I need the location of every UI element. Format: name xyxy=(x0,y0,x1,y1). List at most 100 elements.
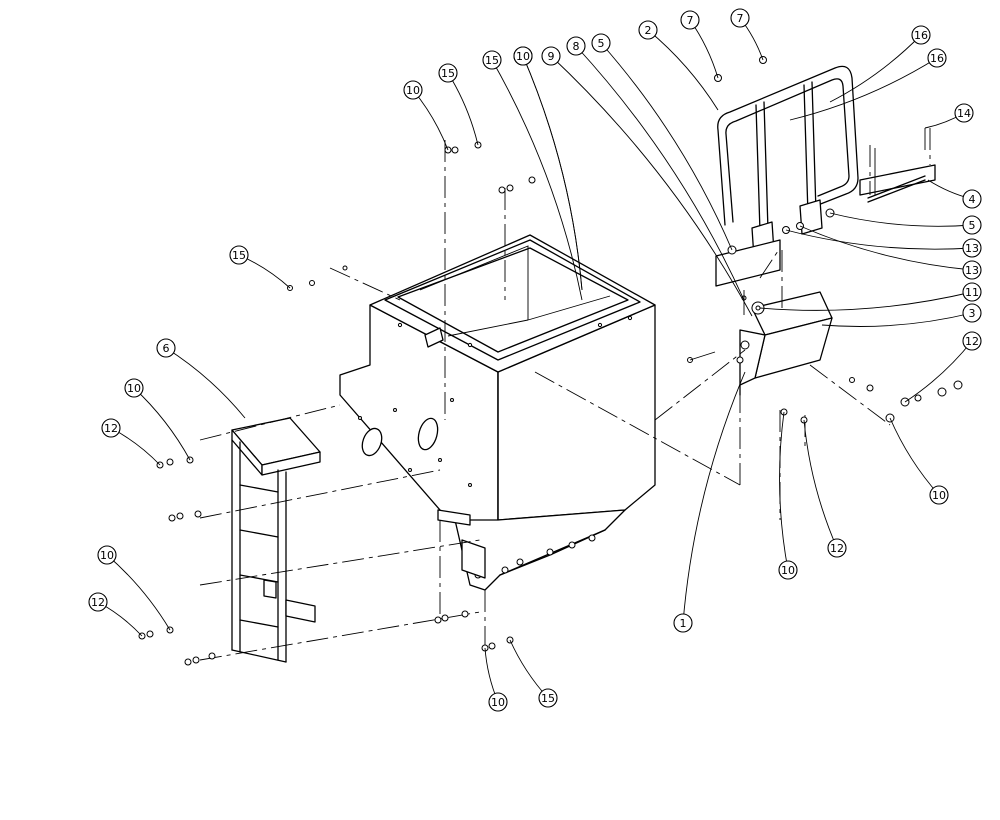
callout-leader-line xyxy=(779,411,789,571)
callout-leader-line xyxy=(491,59,583,301)
callout-bubble xyxy=(730,8,750,28)
callout-group: 1234556778910101010101010101112121212131… xyxy=(88,8,982,712)
callout-12: 12 xyxy=(803,419,847,558)
bolt-icon xyxy=(687,351,716,363)
callout-leader-line xyxy=(829,212,973,227)
callout-number: 10 xyxy=(932,489,946,502)
callout-10: 10 xyxy=(778,411,798,580)
callout-bubble xyxy=(962,303,982,323)
callout-15: 15 xyxy=(229,245,291,289)
callout-number: 13 xyxy=(965,264,979,277)
callout-bubble xyxy=(929,485,949,505)
callout-bubble xyxy=(97,545,117,565)
callout-bubble xyxy=(482,50,502,70)
callout-5: 5 xyxy=(591,33,733,251)
callout-bubble xyxy=(438,63,458,83)
callout-number: 7 xyxy=(687,14,694,27)
bolt-icon xyxy=(481,636,514,652)
callout-10: 10 xyxy=(484,647,508,712)
callout-bubble xyxy=(124,378,144,398)
bolt-icon xyxy=(498,176,536,194)
callout-15: 15 xyxy=(482,50,583,301)
callout-12: 12 xyxy=(88,592,143,637)
callout-bubble xyxy=(962,189,982,209)
callout-leader-line xyxy=(785,229,973,250)
callout-number: 16 xyxy=(930,52,944,65)
callout-number: 12 xyxy=(91,596,105,609)
callout-bubble xyxy=(591,33,611,53)
callout-number: 7 xyxy=(737,12,744,25)
callout-bubble xyxy=(827,538,847,558)
callout-bubble xyxy=(927,48,947,68)
callout-number: 15 xyxy=(485,54,499,67)
callout-leader-line xyxy=(682,371,746,624)
bolt-icon xyxy=(138,626,174,640)
callout-7: 7 xyxy=(680,10,719,79)
callout-10: 10 xyxy=(889,417,949,505)
callout-leader-line xyxy=(799,225,973,271)
callout-bubble xyxy=(962,238,982,258)
callout-bubble xyxy=(962,215,982,235)
callout-leader-line xyxy=(575,45,745,301)
washer-icon xyxy=(751,301,765,315)
callout-number: 4 xyxy=(969,193,976,206)
callout-leader-line xyxy=(789,57,938,121)
callout-12: 12 xyxy=(101,418,161,466)
callout-leader-line xyxy=(829,34,922,103)
callout-10: 10 xyxy=(97,545,171,631)
callout-7: 7 xyxy=(730,8,764,61)
callout-leader-line xyxy=(600,42,733,251)
callout-5: 5 xyxy=(829,212,982,235)
bolt-icon xyxy=(156,456,194,469)
callout-13: 13 xyxy=(785,229,982,258)
mount-plates xyxy=(715,164,936,287)
callout-leader-line xyxy=(803,419,838,549)
callout-bubble xyxy=(962,260,982,280)
callout-number: 15 xyxy=(232,249,246,262)
callout-8: 8 xyxy=(566,36,745,301)
callout-bubble xyxy=(673,613,693,633)
bolt-icon xyxy=(287,265,348,291)
callout-number: 13 xyxy=(965,242,979,255)
callout-leader-line xyxy=(889,417,940,496)
callout-leader-line xyxy=(647,29,719,111)
bolt-icon xyxy=(849,377,874,392)
ladder xyxy=(231,417,321,663)
callout-leader-line xyxy=(689,19,719,79)
hopper-body xyxy=(339,234,656,591)
callout-16: 16 xyxy=(789,48,947,121)
callout-number: 12 xyxy=(104,422,118,435)
callout-number: 5 xyxy=(969,219,976,232)
callout-leader-line xyxy=(522,55,583,291)
callout-9: 9 xyxy=(541,46,753,317)
callout-number: 10 xyxy=(781,564,795,577)
callout-number: 1 xyxy=(680,617,687,630)
callout-bubble xyxy=(229,245,249,265)
callout-leader-line xyxy=(106,554,171,631)
callout-14: 14 xyxy=(924,103,974,129)
callout-bubble xyxy=(513,46,533,66)
callout-15: 15 xyxy=(438,63,479,146)
callout-leader-line xyxy=(759,291,973,311)
callout-number: 12 xyxy=(830,542,844,555)
callout-10: 10 xyxy=(513,46,583,291)
callout-bubble xyxy=(488,692,508,712)
callout-number: 10 xyxy=(127,382,141,395)
callout-bubble xyxy=(541,46,561,66)
callout-number: 2 xyxy=(645,24,652,37)
bolt-icon xyxy=(444,141,482,154)
callout-13: 13 xyxy=(799,225,982,280)
callout-6: 6 xyxy=(156,338,246,419)
callout-bubble xyxy=(156,338,176,358)
callout-4: 4 xyxy=(927,179,982,209)
callout-number: 5 xyxy=(598,37,605,50)
callout-leader-line xyxy=(447,72,479,146)
callout-number: 10 xyxy=(406,84,420,97)
callout-bubble xyxy=(101,418,121,438)
bolt-icon xyxy=(168,510,202,522)
bolt-icon xyxy=(780,408,808,424)
callout-11: 11 xyxy=(759,282,982,311)
callout-number: 11 xyxy=(965,286,979,299)
callout-number: 9 xyxy=(548,50,555,63)
